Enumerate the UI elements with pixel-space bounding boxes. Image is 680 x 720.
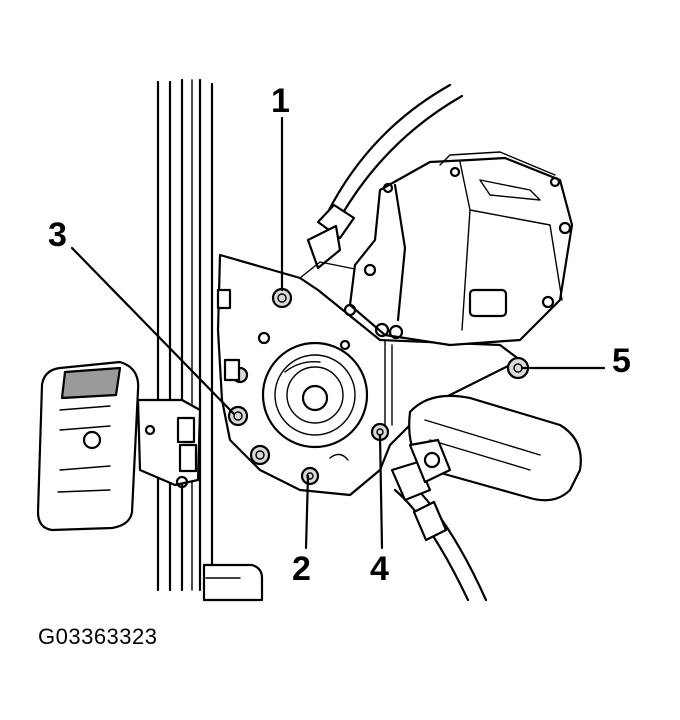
callout-1: 1: [271, 82, 290, 120]
guide-rails: [156, 78, 214, 592]
callout-3: 3: [48, 216, 67, 254]
cable-drum: [261, 341, 369, 449]
leader-lines: [70, 116, 606, 550]
figure-code: G03363323: [38, 624, 158, 649]
lower-rail-bracket: [202, 563, 264, 602]
leader-line-3: [70, 246, 236, 416]
motor-housing: [343, 151, 574, 347]
upper-cable: [306, 83, 464, 270]
callout-5: 5: [612, 342, 631, 380]
callout-4: 4: [370, 550, 389, 588]
plate-tabs: [216, 288, 241, 382]
callout-2: 2: [292, 550, 311, 588]
glass-clip-bracket: [36, 360, 202, 532]
leader-line-4: [378, 433, 384, 550]
lower-motor: [408, 394, 582, 502]
leader-line-2: [304, 474, 310, 550]
